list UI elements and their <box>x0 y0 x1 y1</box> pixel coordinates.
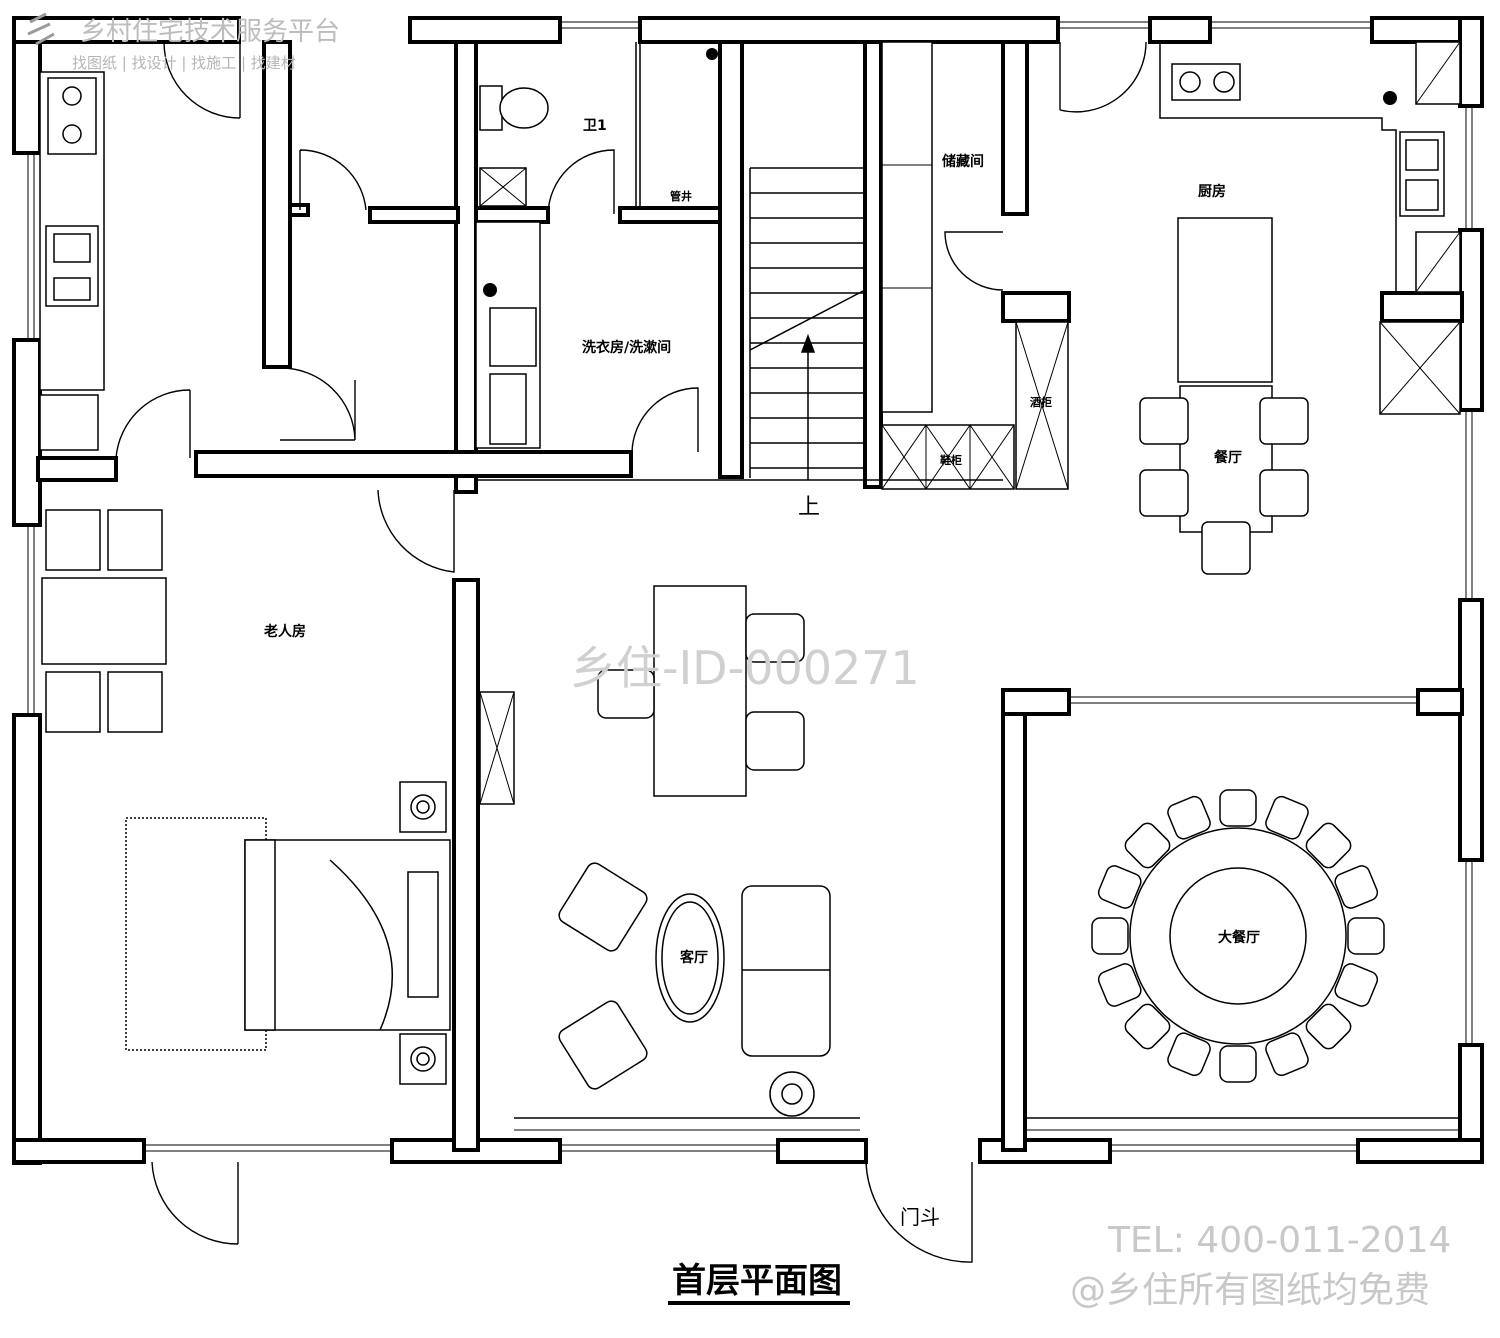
banquet-chair <box>1124 822 1171 869</box>
bath1-fixtures <box>479 42 718 208</box>
label-bath1: 卫1 <box>583 118 607 134</box>
banquet-chair <box>1347 917 1385 955</box>
banquet-chair <box>1305 1003 1352 1050</box>
banquet-chair <box>1334 865 1379 909</box>
banquet-chair <box>1097 963 1142 1007</box>
label-elder-room: 老人房 <box>264 623 306 640</box>
label-cabinet-wine: 酒柜 <box>1030 395 1052 409</box>
banquet-chair <box>1167 1032 1211 1077</box>
label-cabinet-shoe: 鞋柜 <box>940 453 962 467</box>
banquet-chair <box>1219 789 1257 827</box>
banquet-table <box>1025 827 1460 1131</box>
label-dining: 餐厅 <box>1213 449 1242 466</box>
window-lines <box>27 21 1473 1152</box>
label-laundry: 洗衣房/洗漱间 <box>582 339 671 356</box>
banquet-chair <box>1124 1003 1171 1050</box>
label-storage: 储藏间 <box>941 153 984 170</box>
watermark-services: 找图纸 | 找设计 | 找施工 | 找建材 <box>72 54 296 72</box>
watermark-brand: 乡村住宅技术服务平台 <box>80 17 340 47</box>
top-left-fixtures <box>39 71 105 451</box>
elder-room-furniture <box>41 509 451 1085</box>
label-living: 客厅 <box>679 949 708 966</box>
kitchen-fixtures <box>1159 41 1461 415</box>
walls <box>12 16 1484 1165</box>
label-kitchen: 厨房 <box>1198 183 1226 200</box>
storage-cabinets <box>881 41 1069 490</box>
banquet-chair <box>1097 865 1142 909</box>
doors <box>115 41 1147 1263</box>
label-duct: 管井 <box>670 189 692 203</box>
watermark-logo-icon <box>27 12 55 46</box>
laundry-fixtures <box>475 221 541 449</box>
label-vestibule: 门斗 <box>900 1205 940 1229</box>
stairs <box>749 167 866 480</box>
banquet-chair <box>1265 795 1309 840</box>
label-banquet: 大餐厅 <box>1218 929 1260 946</box>
watermark-tel: TEL: 400-011-2014 <box>1107 1220 1451 1261</box>
label-stair-up: 上 <box>798 495 820 520</box>
banquet-chair <box>1305 822 1352 869</box>
banquet-chair <box>1167 795 1211 840</box>
living-furniture <box>478 479 1003 1131</box>
watermark-free: @乡住所有图纸均免费 <box>1070 1270 1430 1311</box>
banquet-chair <box>1219 1045 1257 1083</box>
banquet-chair <box>1265 1032 1309 1077</box>
watermark-id: 乡住-ID-000271 <box>570 641 920 695</box>
dining-set <box>1139 385 1309 575</box>
plan-title: 首层平面图 <box>672 1261 842 1301</box>
banquet-chair <box>1334 963 1379 1007</box>
banquet-chairs <box>1091 789 1385 1083</box>
banquet-chair <box>1091 917 1129 955</box>
